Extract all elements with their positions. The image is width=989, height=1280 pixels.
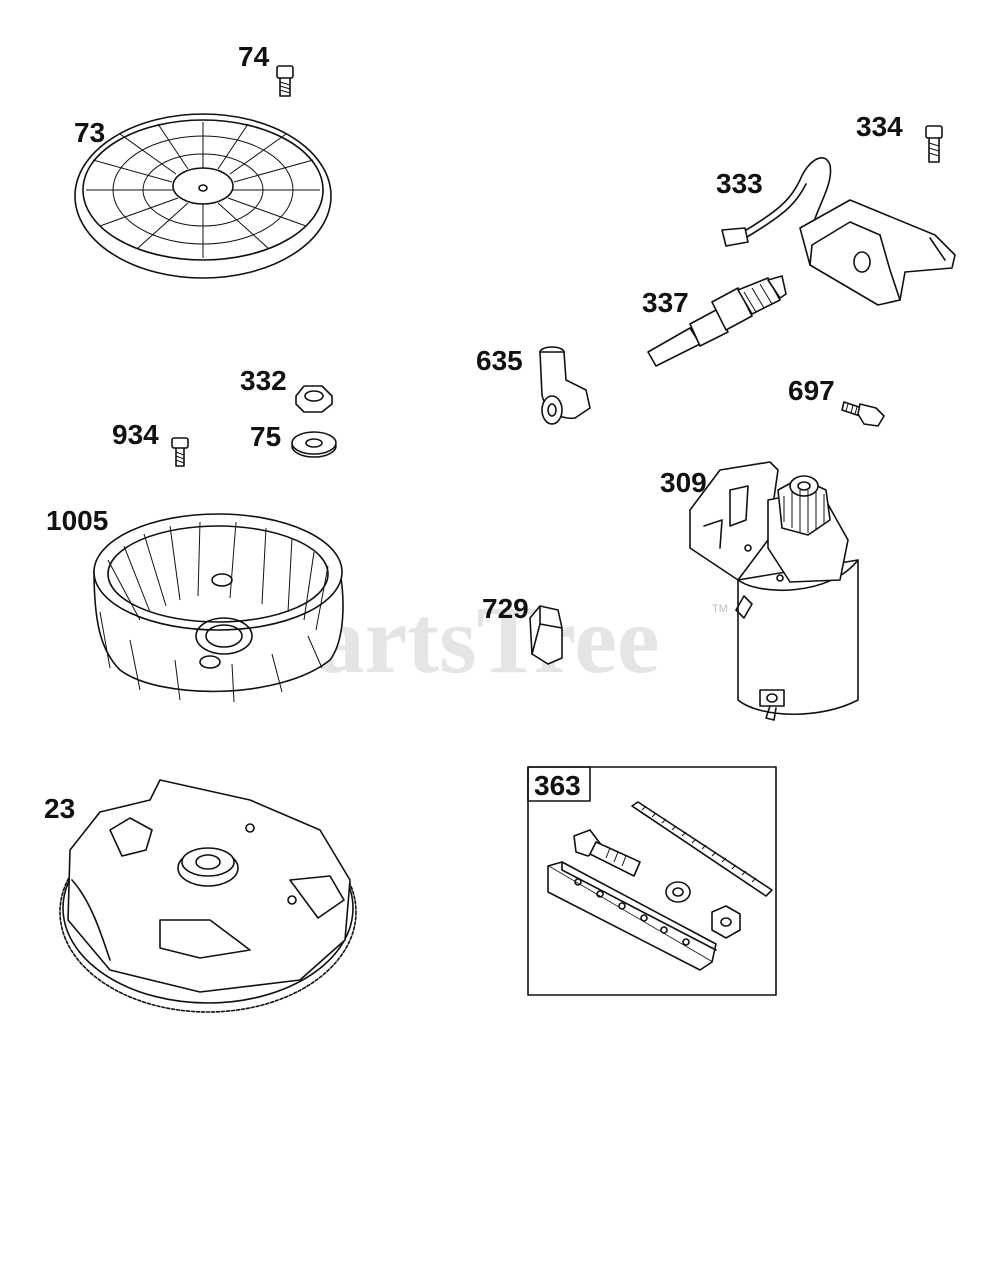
- part-label-1005[interactable]: 1005: [46, 505, 108, 536]
- watermark-trademark: TM: [712, 603, 728, 615]
- part-333-ignition-coil[interactable]: 333: [716, 157, 956, 306]
- part-334-bolt[interactable]: 334: [856, 111, 943, 163]
- part-label-697[interactable]: 697: [788, 375, 835, 406]
- part-934-screw[interactable]: 934: [112, 419, 189, 467]
- part-label-309[interactable]: 309: [660, 467, 707, 498]
- part-label-729[interactable]: 729: [482, 593, 529, 624]
- kit-363-box: [527, 766, 777, 996]
- part-label-934[interactable]: 934: [112, 419, 159, 450]
- part-label-73[interactable]: 73: [74, 117, 105, 148]
- part-635-spark-plug-boot[interactable]: 635: [476, 345, 591, 425]
- part-label-75[interactable]: 75: [250, 421, 281, 452]
- part-1005-fan[interactable]: 1005: [46, 505, 344, 703]
- part-label-635[interactable]: 635: [476, 345, 523, 376]
- part-697-screw[interactable]: 697: [788, 375, 885, 427]
- part-label-74[interactable]: 74: [238, 41, 270, 72]
- part-74-screw[interactable]: 74: [238, 41, 294, 97]
- part-309-starter-motor[interactable]: 309: [660, 461, 859, 721]
- part-332-nut[interactable]: 332: [240, 365, 333, 413]
- part-23-flywheel[interactable]: 23: [44, 779, 357, 1013]
- part-label-23[interactable]: 23: [44, 793, 75, 824]
- part-75-washer[interactable]: 75: [250, 421, 337, 458]
- part-363-kit[interactable]: 363: [527, 766, 777, 996]
- kit-363-label-box: [527, 766, 591, 802]
- part-label-332[interactable]: 332: [240, 365, 287, 396]
- part-label-337[interactable]: 337: [642, 287, 689, 318]
- part-337-spark-plug[interactable]: 337: [642, 275, 787, 367]
- part-label-333[interactable]: 333: [716, 168, 763, 199]
- part-73-grille[interactable]: 73: [74, 113, 332, 279]
- part-label-334[interactable]: 334: [856, 111, 903, 142]
- part-729-clip[interactable]: 729: [482, 593, 563, 665]
- part-label-363[interactable]: 363: [534, 770, 581, 801]
